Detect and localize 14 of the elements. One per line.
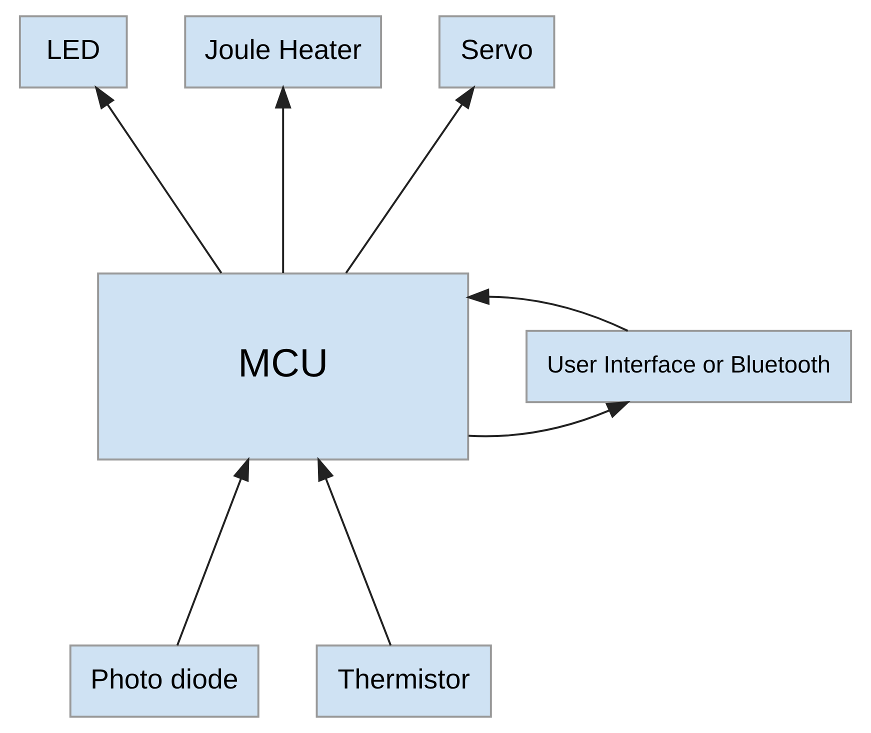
node-box: Servo: [438, 15, 556, 88]
arrow: [274, 84, 292, 273]
node-box: MCU: [97, 272, 470, 460]
node-box: LED: [18, 15, 128, 88]
arrow: [176, 456, 250, 646]
arrow: [468, 400, 630, 438]
arrow: [345, 85, 476, 274]
arrow: [317, 456, 392, 646]
arrow: [94, 85, 222, 274]
node-box: User Interface or Bluetooth: [526, 330, 852, 404]
arrow: [466, 288, 628, 332]
node-box: Joule Heater: [184, 15, 382, 88]
node-box: Photo diode: [69, 644, 260, 718]
node-box: Thermistor: [316, 644, 492, 718]
